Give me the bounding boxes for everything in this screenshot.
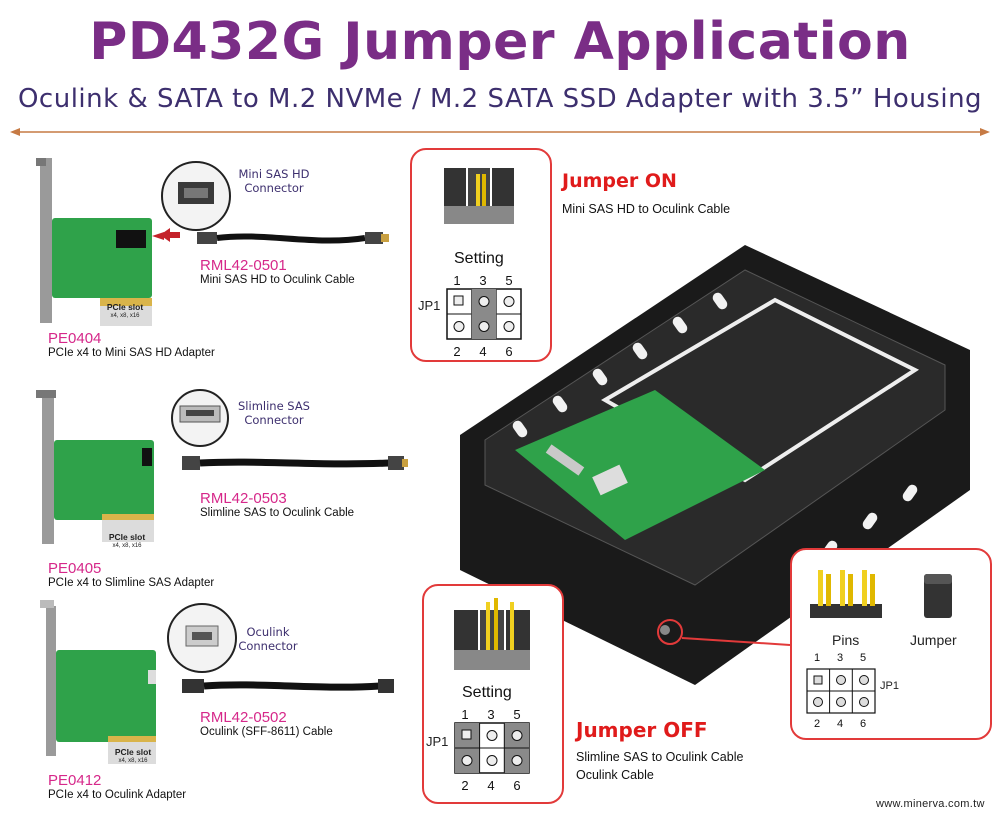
jumper-on-diagram-box: Setting 1 3 5 JP1 2 4 6 [410,148,552,362]
cable-code: RML42-0503 [200,490,287,507]
jumper-off-diagram-box: Setting 1 3 5 JP1 2 4 6 [422,584,564,804]
pin-number: 1 [461,707,469,722]
pin-number: 4 [836,718,844,730]
adapter-description: PCIe x4 to Mini SAS HD Adapter [48,347,215,359]
jp1-label: JP1 [426,734,449,749]
pcie-slot-label: PCIe slot x4, x8, x16 [106,302,144,320]
pin-number: 4 [479,344,487,359]
pins-label: Pins [832,632,860,648]
pcie-slot-label: PCIe slot x4, x8, x16 [114,747,152,765]
pin-number: 1 [453,273,461,288]
pin-number: 6 [505,344,513,359]
adapter-description: PCIe x4 to Slimline SAS Adapter [48,577,215,589]
connector-zoom-image [152,161,231,240]
jumper-off-heading: Jumper OFF [576,718,708,742]
pcie-card-image [36,158,152,326]
jp1-label: JP1 [418,298,441,313]
pin-number: 2 [461,778,469,793]
pin-number: 5 [859,652,867,664]
jumper-off-description-2: Oculink Cable [576,768,654,782]
connector-zoom-image [171,389,229,447]
pin-number: 2 [813,718,821,730]
pcie-card-image [40,600,156,764]
cable-description: Oculink (SFF-8611) Cable [200,726,333,738]
pin-number: 6 [859,718,867,730]
cable-image [182,456,408,470]
website-url: www.minerva.com.tw [876,798,985,810]
cable-description: Slimline SAS to Oculink Cable [200,507,355,519]
adapter-description: PCIe x4 to Oculink Adapter [48,789,187,801]
pin-number: 6 [513,778,521,793]
jp1-label: JP1 [880,680,899,692]
adapter-code: PE0405 [48,560,102,577]
jumper-off-description: Slimline SAS to Oculink Cable [576,750,744,764]
pcie-slot-label: PCIe slot x4, x8, x16 [108,532,146,550]
jumper-label: Jumper [910,632,957,648]
jumper-off-icon [454,598,530,670]
pin-number: 5 [513,707,521,722]
pin-number: 2 [453,344,461,359]
legend-pin-grid [806,668,876,714]
decorative-divider [10,128,990,136]
adapter-code: PE0412 [48,772,102,789]
jumper-on-pin-grid [446,288,522,340]
pcie-card-image [36,390,154,544]
pin-number: 1 [813,652,821,664]
cable-image [197,232,389,244]
cable-image [182,679,394,693]
jumper-on-description: Mini SAS HD to Oculink Cable [562,202,731,216]
pin-number: 3 [487,707,495,722]
setting-label: Setting [454,250,504,267]
cable-code: RML42-0501 [200,257,287,274]
jumper-on-icon [444,168,514,224]
pin-number: 4 [487,778,495,793]
pin-number: 3 [836,652,844,664]
jumper-on-heading: Jumper ON [562,170,677,192]
pins-icon [810,570,882,618]
pin-number: 5 [505,273,513,288]
page-subtitle: Oculink & SATA to M.2 NVMe / M.2 SATA SS… [17,84,983,114]
cable-description: Mini SAS HD to Oculink Cable [200,274,355,286]
red-arrow-icon [160,228,180,242]
connector-zoom-image [167,603,237,673]
adapter-code: PE0404 [48,330,102,347]
jumper-icon [924,574,952,618]
jumper-off-pin-grid [454,722,530,774]
cable-code: RML42-0502 [200,709,287,726]
setting-label: Setting [462,684,512,701]
pins-jumper-legend-box: Pins Jumper 1 3 5 JP1 2 4 6 [790,548,992,740]
connector-label: Mini SAS HD Connector [238,167,310,195]
pin-number: 3 [479,273,487,288]
page-title: PD432G Jumper Application [89,12,911,72]
connector-label: Oculink Connector [238,625,298,653]
connector-label: Slimline SAS Connector [238,399,310,427]
